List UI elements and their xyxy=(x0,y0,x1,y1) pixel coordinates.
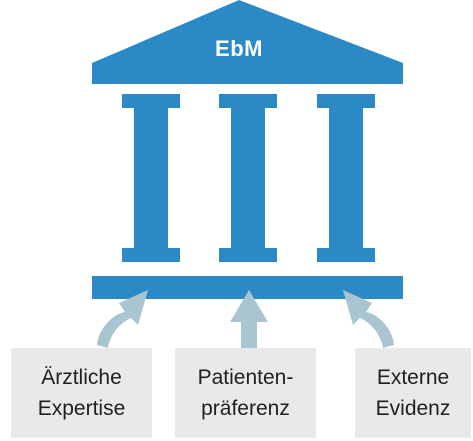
pillar-label-middle: Patienten- präferenz xyxy=(197,366,294,420)
pillar-middle xyxy=(219,94,277,262)
pillar-left xyxy=(122,94,180,262)
temple-base xyxy=(92,276,403,299)
pillar-label-box-left: Ärztliche Expertise xyxy=(11,348,152,438)
pillar-right xyxy=(317,94,375,262)
pillar-label-right: Externe Evidenz xyxy=(375,366,451,420)
temple-roof xyxy=(92,0,403,84)
arrow-middle xyxy=(230,290,268,348)
pillar-label-box-right: Externe Evidenz xyxy=(355,348,471,438)
roof-label: EbM xyxy=(215,36,263,61)
arrow-right xyxy=(343,290,394,348)
pillar-label-left: Ärztliche Expertise xyxy=(37,366,126,420)
pillar-label-box-middle: Patienten- präferenz xyxy=(175,348,316,438)
arrow-left xyxy=(97,290,148,348)
